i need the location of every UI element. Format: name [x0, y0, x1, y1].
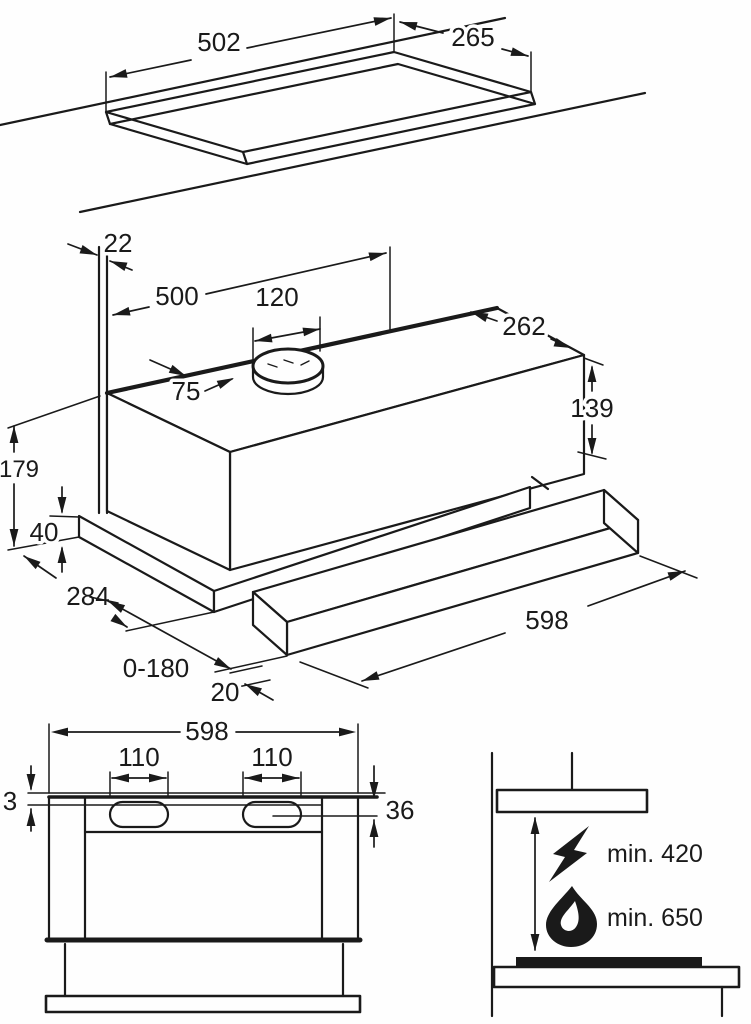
pullout-range-label: 0-180	[123, 653, 190, 683]
lower-height-label: 40	[30, 517, 59, 547]
gas-clearance-label: min. 650	[607, 904, 703, 932]
total-height-label: 179	[0, 456, 39, 483]
dimension-arrowheads	[9, 17, 685, 951]
right-slot-label: 110	[251, 742, 292, 772]
hood-bottom-panel	[495, 788, 649, 814]
wall-gap-label: 22	[104, 228, 133, 258]
body-width-label: 500	[155, 281, 198, 311]
body-depth-label: 262	[502, 311, 545, 341]
hob-surface	[516, 957, 702, 967]
body-height-label: 139	[570, 393, 613, 423]
visor-front-strip	[44, 994, 362, 1014]
cutout-view: 502 265	[0, 13, 647, 214]
top-lip-label: 3	[3, 786, 17, 816]
front-panel-height-label: 36	[386, 795, 415, 825]
left-slot-label: 110	[118, 742, 159, 772]
lightning-icon	[549, 826, 589, 882]
duct-offset-label: 75	[172, 376, 201, 406]
front-width-label: 598	[185, 716, 228, 746]
left-mounting-slot	[108, 800, 170, 829]
right-mounting-slot	[241, 800, 303, 829]
clearance-view: min. 420 min. 650	[490, 751, 741, 1018]
cutout-depth-label: 265	[451, 22, 494, 52]
lower-depth-label: 284	[66, 581, 109, 611]
duct-connector	[251, 347, 325, 396]
counter-top	[492, 965, 741, 989]
electric-clearance-label: min. 420	[607, 840, 703, 868]
iso-total-width-label: 598	[525, 605, 568, 635]
hood-isometric-view: 22 500 120 75 262 139 179	[0, 225, 698, 711]
visor-offset-label: 20	[211, 677, 240, 707]
cutout-width-label: 502	[197, 27, 240, 57]
front-view: 598 110 110 3 36	[0, 713, 418, 1014]
duct-diameter-label: 120	[255, 282, 298, 312]
flame-icon-inner	[560, 901, 579, 931]
